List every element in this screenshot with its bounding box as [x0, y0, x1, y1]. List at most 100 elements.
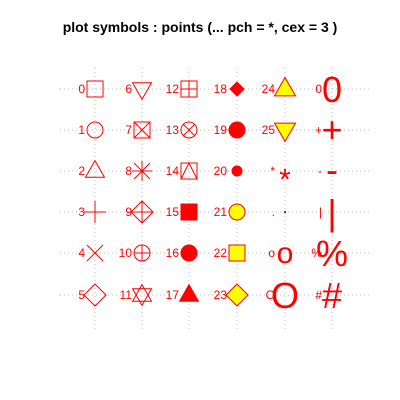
- symbol-pch-2: 2: [78, 159, 106, 178]
- symbol-label: 10: [119, 246, 133, 260]
- symbol-marker: [131, 283, 153, 307]
- symbol-label: 13: [166, 123, 180, 137]
- symbol-pch-22: 22: [214, 244, 246, 262]
- symbol-pch-char-5-6: OO: [266, 275, 299, 316]
- symbol-label: 2: [78, 164, 85, 178]
- svg-text:*: *: [279, 164, 291, 197]
- symbol-marker: [133, 244, 151, 262]
- symbol-pch-char-6-2: ++: [315, 109, 343, 150]
- symbol-marker: [131, 82, 153, 101]
- symbol-pch-17: 17: [166, 283, 200, 302]
- symbol-label: 0: [315, 82, 322, 96]
- symbol-marker: [86, 244, 104, 262]
- svg-text:0: 0: [322, 69, 342, 110]
- symbol-pch-char-6-6: ##: [315, 275, 342, 316]
- symbol-pch-13: 13: [166, 121, 198, 139]
- symbol-pch-11: 11: [120, 283, 153, 307]
- symbol-pch-23: 23: [214, 283, 249, 307]
- symbol-label: 16: [166, 246, 180, 260]
- symbol-label: 24: [262, 82, 276, 96]
- symbol-marker: [180, 244, 198, 262]
- symbol-marker: [86, 121, 104, 139]
- symbol-marker: [180, 80, 198, 98]
- symbol-marker: [178, 283, 200, 302]
- symbol-pch-char-6-3: --: [318, 149, 338, 190]
- symbol-marker: *: [279, 164, 291, 197]
- symbol-pch-18: 18: [214, 81, 245, 97]
- symbol-marker: -: [326, 149, 338, 190]
- symbol-pch-20: 20: [214, 164, 243, 178]
- symbol-pch-char-5-4: .: [272, 205, 286, 219]
- symbol-marker: [225, 283, 249, 307]
- symbol-marker: [273, 76, 297, 97]
- symbol-label: 17: [166, 288, 180, 302]
- symbol-pch-15: 15: [166, 203, 198, 221]
- symbol-label: 18: [214, 82, 228, 96]
- symbol-label: .: [272, 205, 275, 219]
- symbol-marker: [231, 165, 243, 177]
- symbol-marker: [133, 121, 151, 139]
- symbol-marker: [180, 161, 198, 180]
- symbol-marker: [229, 81, 245, 97]
- symbol-pch-24: 24: [262, 76, 297, 97]
- symbol-marker: [130, 200, 154, 224]
- symbol-marker: [180, 203, 198, 221]
- symbol-label: 20: [214, 164, 228, 178]
- svg-text:-: -: [326, 149, 338, 190]
- symbol-label: 14: [166, 164, 180, 178]
- svg-text:|: |: [327, 192, 336, 233]
- symbol-pch-5: 5: [78, 283, 107, 307]
- symbol-label: 4: [78, 246, 85, 260]
- symbol-label: 11: [120, 288, 133, 302]
- symbol-pch-char-6-5: %%: [311, 233, 348, 274]
- symbol-marker: 0: [322, 69, 342, 110]
- symbol-label: |: [319, 205, 322, 219]
- symbol-marker: #: [322, 275, 342, 316]
- symbol-pch-char-6-4: ||: [319, 192, 337, 233]
- symbol-pch-4: 4: [78, 244, 104, 262]
- symbol-pch-21: 21: [214, 203, 246, 221]
- symbol-marker: [228, 244, 246, 262]
- symbol-pch-25: 25: [262, 122, 297, 143]
- symbol-marker: [83, 283, 107, 307]
- svg-text:o: o: [277, 237, 294, 270]
- symbol-marker: %: [316, 233, 348, 274]
- symbol-marker: [84, 159, 106, 178]
- grid-lines: [60, 68, 372, 330]
- symbol-marker: [228, 121, 246, 139]
- symbol-pch-12: 12: [166, 80, 198, 98]
- symbol-pch-9: 9: [125, 200, 154, 224]
- symbol-label: 23: [214, 288, 228, 302]
- symbol-label: +: [315, 123, 322, 137]
- symbol-label: %: [311, 246, 322, 260]
- symbol-pch-6: 6: [125, 82, 153, 101]
- symbol-marker: o: [277, 237, 294, 270]
- symbol-label: 22: [214, 246, 228, 260]
- symbol-pch-0: 0: [78, 80, 104, 98]
- svg-text:+: +: [321, 109, 342, 150]
- symbol-pch-char-5-3: **: [270, 164, 291, 197]
- symbol-marker: [132, 161, 152, 181]
- symbol-label: 9: [125, 205, 132, 219]
- symbol-marker: [86, 80, 104, 98]
- chart-title: plot symbols : points (... pch = *, cex …: [62, 19, 338, 35]
- symbol-label: 5: [78, 288, 85, 302]
- symbol-label: *: [270, 164, 275, 178]
- symbol-label: 19: [214, 123, 228, 137]
- symbol-pch-10: 10: [119, 244, 151, 262]
- symbol-pch-8: 8: [125, 161, 152, 181]
- symbol-label: 0: [78, 82, 85, 96]
- symbol-label: 25: [262, 123, 276, 137]
- symbol-pch-7: 7: [125, 121, 151, 139]
- symbol-label: o: [268, 246, 275, 260]
- symbol-label: 7: [125, 123, 132, 137]
- symbol-label: -: [318, 164, 322, 178]
- symbol-pch-3: 3: [78, 201, 106, 223]
- symbol-pch-14: 14: [166, 161, 198, 180]
- symbol-label: 21: [214, 205, 228, 219]
- symbol-label: 6: [125, 82, 132, 96]
